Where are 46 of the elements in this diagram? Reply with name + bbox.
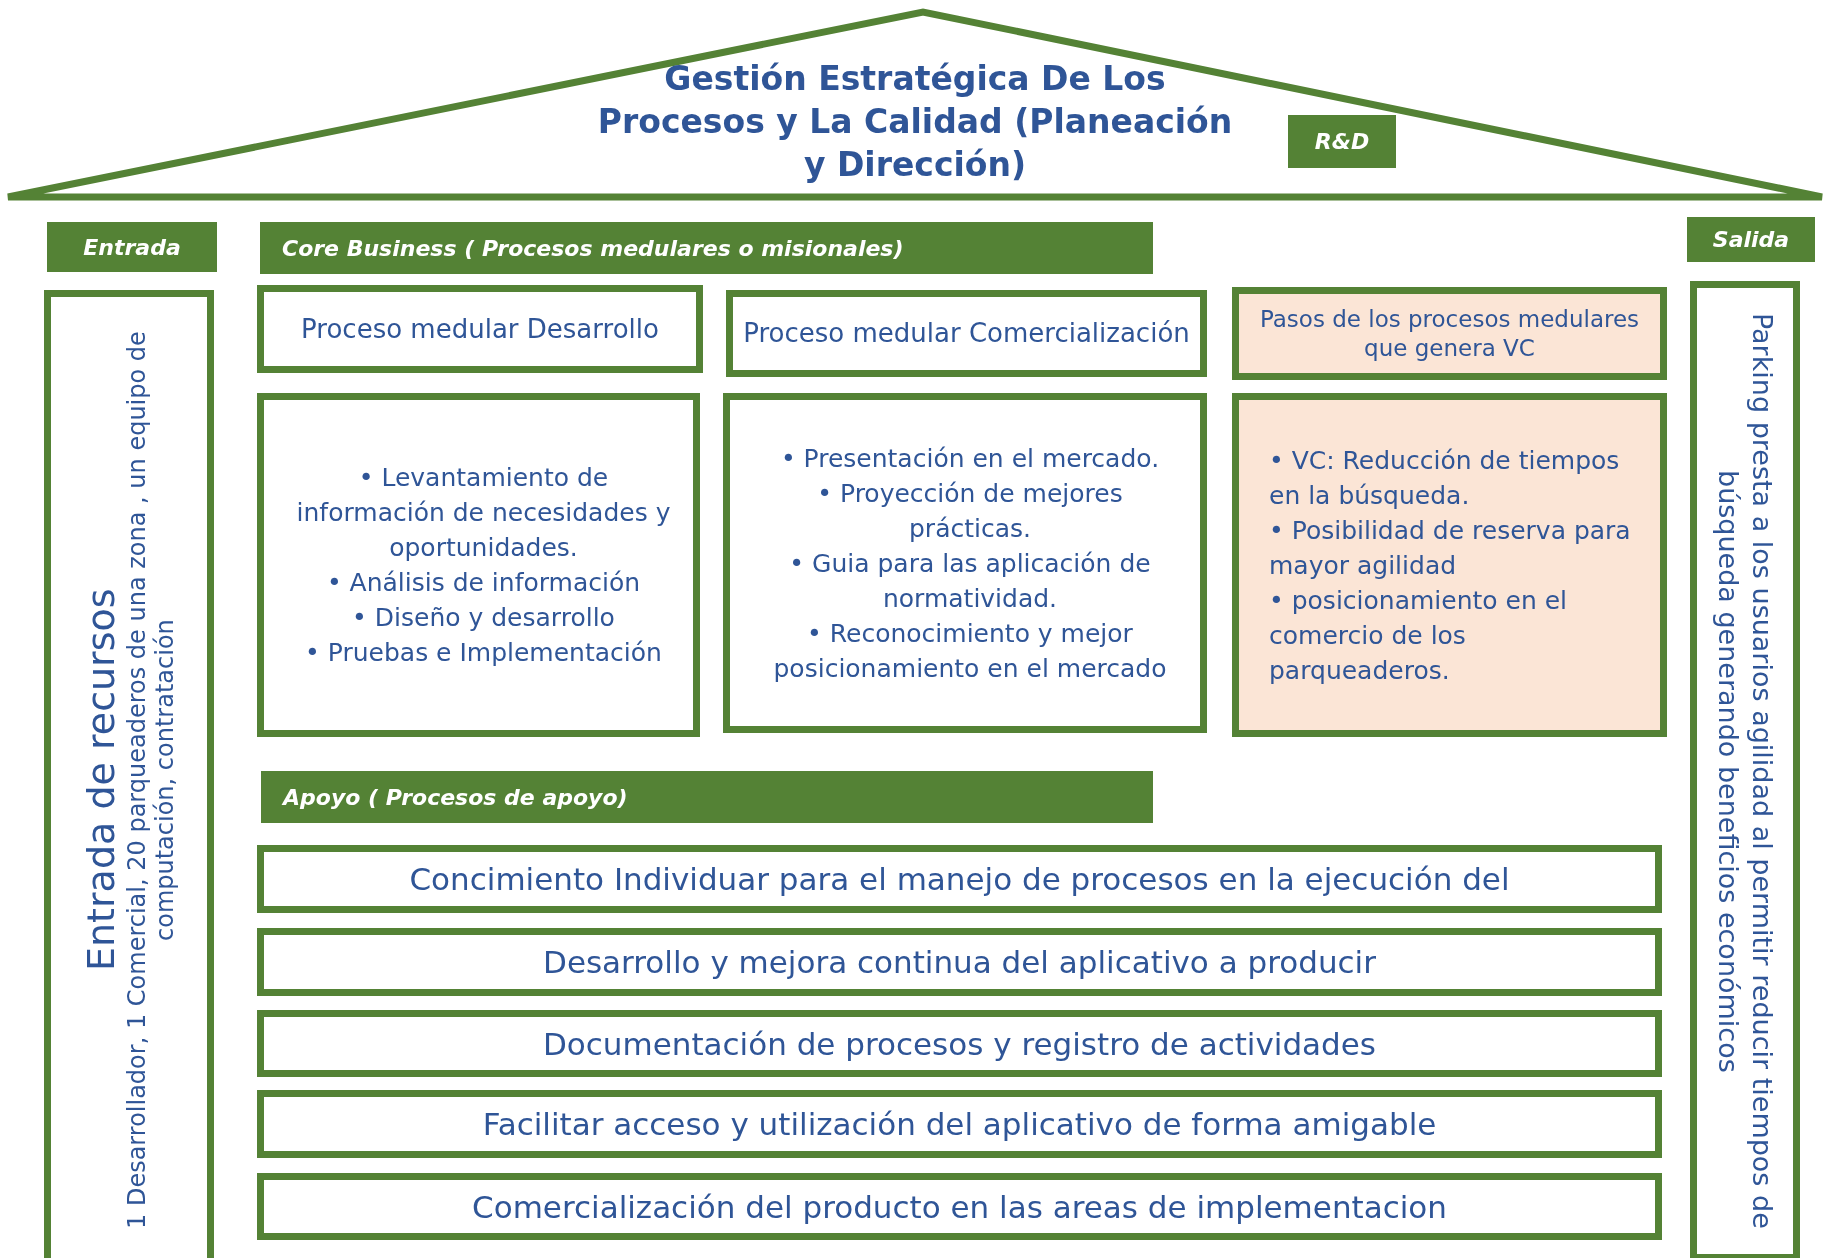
support-text: Facilitar acceso y utilización del aplicativo de forma amigable (482, 1106, 1437, 1142)
box-heading: Proceso medular Comercialización (743, 317, 1190, 350)
bullet-item: • Diseño y desarrollo (351, 602, 616, 634)
box-heading: Proceso medular Desarrollo (301, 312, 659, 346)
bullet-item: • Proyección de mejores prácticas. (816, 477, 1124, 545)
bullet-item: • VC: Reducción de tiempos en la búsqueda. (1269, 444, 1621, 512)
panel-text: Parking presta a los usuarios agilidad al permitir reducir tiempos de búsqueda generando beneficios económicos (1712, 312, 1779, 1231)
tab-label (1288, 115, 1396, 168)
support-box (257, 1173, 1662, 1240)
bullet-item: • Guia para las aplicación de normatividad. (788, 547, 1152, 615)
box-heading: Pasos de los procesos medulares que genera VC (1258, 304, 1641, 363)
bullet-item: • Levantamiento de información de necesidades y oportunidades. (295, 462, 672, 564)
support-text: Concimiento Individuar para el manejo de procesos en la ejecución del (409, 861, 1510, 897)
bullet-item: • Posibilidad de reserva para mayor agilidad (1269, 514, 1632, 582)
process-box (1232, 393, 1667, 737)
panel-heading: Entrada de recursos (79, 587, 123, 974)
section-band (260, 222, 1153, 274)
process-box (257, 393, 700, 737)
tab-text: Salida (1712, 227, 1790, 252)
bullet-item: • Reconocimiento y mejor posicionamiento en el mercado (772, 617, 1168, 685)
tab-label (47, 222, 217, 272)
process-box (723, 393, 1207, 733)
bullet-item: • Pruebas e Implementación (304, 637, 663, 669)
output-panel (1690, 281, 1800, 1258)
title-text: Gestión Estratégica De Los Procesos y La Calidad (Planeación y Dirección) (596, 58, 1234, 186)
process-box (1232, 287, 1667, 380)
support-text: Documentación de procesos y registro de actividades (542, 1025, 1376, 1062)
bullet-item: • posicionamiento en el comercio de los parqueaderos. (1269, 584, 1569, 687)
support-box (257, 845, 1662, 913)
support-text: Comercialización del producto en las areas de implementacion (472, 1188, 1447, 1225)
section-band (261, 771, 1153, 823)
tab-label (1687, 217, 1815, 262)
support-box (257, 1090, 1662, 1158)
panel-text: 1 Desarrollador, 1 Comercial, 20 parqueaderos de una zona , un equipo de computación, contratación (123, 330, 179, 1231)
support-text: Desarrollo y mejora continua del aplicativo a producir (543, 944, 1376, 980)
tab-text: R&D (1314, 129, 1370, 154)
support-box (257, 1010, 1662, 1077)
tab-text: Entrada (83, 234, 181, 260)
bullet-item: • Análisis de información (325, 567, 642, 599)
process-box (726, 290, 1207, 377)
bullet-item: • Presentación en el mercado. (779, 442, 1161, 475)
support-box (257, 928, 1662, 996)
tab-text: Apoyo ( Procesos de apoyo) (283, 784, 628, 810)
tab-text: Core Business ( Procesos medulares o misionales) (282, 235, 904, 261)
process-box (257, 285, 703, 373)
input-panel (44, 290, 214, 1258)
